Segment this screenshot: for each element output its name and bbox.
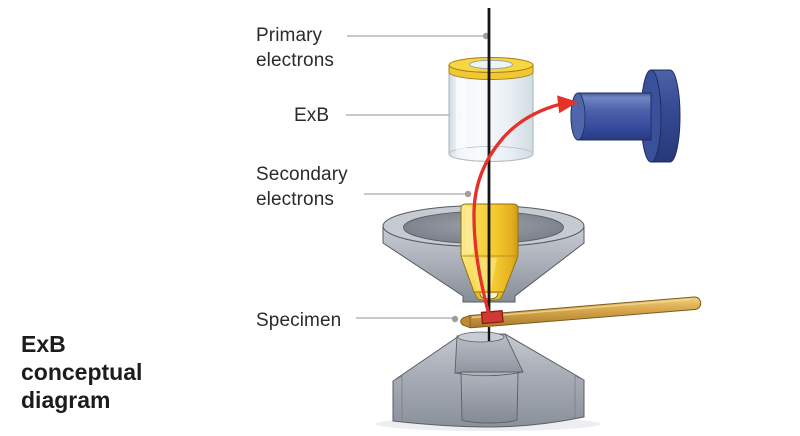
secondary-arrowhead xyxy=(557,95,578,114)
exb-opening xyxy=(469,59,513,70)
label-specimen: Specimen xyxy=(256,310,342,331)
pole-piece-highlight xyxy=(465,207,474,254)
detector xyxy=(570,69,681,163)
rod-tip xyxy=(460,314,471,329)
specimen-stage xyxy=(376,331,600,431)
label-secondary-electrons: Secondary electrons xyxy=(256,164,348,210)
rod-highlight xyxy=(471,298,691,319)
stage-column-top xyxy=(457,331,505,343)
specimen-rod xyxy=(460,296,702,329)
stage-facet-lines xyxy=(392,375,585,420)
diagram-title: ExB conceptual diagram xyxy=(21,331,143,413)
specimen-sample xyxy=(480,310,504,325)
leader-dot-specimen xyxy=(451,315,459,323)
exb-cylinder xyxy=(448,57,534,162)
secondary-electron-arrow xyxy=(472,95,578,315)
leader-dot-secondary xyxy=(464,190,472,198)
exb-glass-highlight xyxy=(456,74,467,150)
label-primary-electrons: Primary electrons xyxy=(256,25,334,71)
secondary-trajectory xyxy=(472,102,563,315)
exb-bottom-rim xyxy=(448,146,534,162)
label-exb: ExB xyxy=(294,105,330,126)
exb-top-band xyxy=(448,64,534,80)
leader-dot-primary xyxy=(482,32,490,40)
objective-lens xyxy=(382,203,585,303)
detector-face xyxy=(570,92,586,141)
stage-column-lower xyxy=(460,371,519,424)
stage-column-rim xyxy=(454,371,524,377)
